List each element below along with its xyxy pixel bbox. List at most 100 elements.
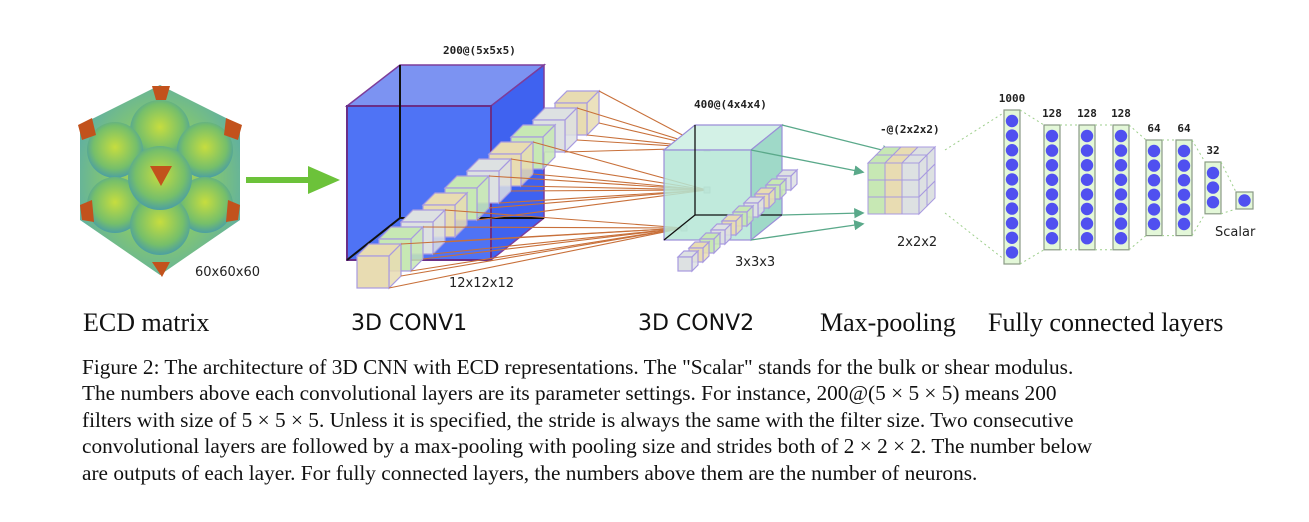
neuron bbox=[1005, 202, 1019, 215]
neuron bbox=[1080, 159, 1094, 172]
pool-to-fc-links bbox=[944, 111, 1006, 261]
fc-link bbox=[1220, 208, 1237, 215]
input-size-label: 60x60x60 bbox=[195, 265, 260, 280]
fc-neuron-count-label: 1000 bbox=[999, 92, 1026, 105]
fc-link bbox=[1128, 235, 1147, 251]
neuron bbox=[1206, 181, 1220, 194]
fc-layer: 128 bbox=[1042, 107, 1062, 251]
fc-link bbox=[1019, 109, 1045, 126]
fc-layers: 1000 128 128 128 64 64 32 bbox=[999, 92, 1254, 265]
pool-cell bbox=[884, 179, 903, 198]
neuron bbox=[1045, 188, 1059, 201]
conv2-output-label: 3x3x3 bbox=[735, 255, 775, 270]
neuron bbox=[1005, 231, 1019, 244]
fc-layer: 1000 bbox=[999, 92, 1026, 265]
neuron bbox=[1045, 217, 1059, 230]
ecd-matrix-image bbox=[78, 85, 242, 277]
conv1-filter-cube bbox=[355, 242, 403, 290]
neuron bbox=[1147, 188, 1161, 201]
fc-layer: 128 bbox=[1077, 107, 1097, 251]
neuron bbox=[1080, 217, 1094, 230]
stage-label-fc: Fully connected layers bbox=[988, 308, 1224, 337]
pool-cube bbox=[866, 145, 937, 216]
neuron bbox=[1147, 159, 1161, 172]
neuron bbox=[1114, 202, 1128, 216]
neuron bbox=[1114, 232, 1128, 245]
neuron bbox=[1045, 173, 1059, 186]
conv1-param-label: 200@(5x5x5) bbox=[443, 44, 516, 57]
pool-cell bbox=[867, 179, 886, 198]
caption-line: filters with size of 5 × 5 × 5. Unless i… bbox=[82, 407, 1074, 432]
pool-output-label: 2x2x2 bbox=[897, 235, 937, 250]
caption-line: convolutional layers are followed by a m… bbox=[82, 434, 1093, 459]
neuron bbox=[1080, 188, 1094, 201]
neuron bbox=[1177, 144, 1191, 158]
pool-cell bbox=[901, 179, 920, 198]
conv2-filter-cubes bbox=[676, 168, 799, 273]
neuron bbox=[1147, 144, 1161, 158]
stage-label-pool: Max-pooling bbox=[820, 308, 956, 337]
fc-link bbox=[1220, 161, 1237, 193]
scalar-label: Scalar bbox=[1215, 225, 1256, 240]
fc-layer-box bbox=[1078, 124, 1096, 251]
caption-line: Figure 2: The architecture of 3D CNN wit… bbox=[82, 355, 1074, 379]
fc-layer: 64 bbox=[1175, 122, 1193, 237]
fc-neuron-count-label: 128 bbox=[1042, 107, 1062, 120]
neuron bbox=[1080, 173, 1094, 186]
fc-layer-box bbox=[1043, 124, 1061, 251]
neuron bbox=[1005, 144, 1019, 157]
neuron bbox=[1114, 159, 1128, 172]
conv1-connector-line bbox=[444, 209, 685, 229]
fc-link bbox=[1191, 139, 1206, 163]
neuron bbox=[1177, 174, 1191, 187]
neuron bbox=[1045, 159, 1059, 172]
neuron bbox=[1005, 129, 1019, 142]
conv2-filter-cube bbox=[676, 249, 700, 273]
neuron bbox=[1005, 158, 1019, 171]
neuron bbox=[1005, 187, 1019, 201]
fc-link bbox=[1191, 213, 1206, 236]
neuron bbox=[1080, 232, 1094, 245]
scalar-neuron bbox=[1238, 194, 1251, 207]
fc-neuron-count-label: 64 bbox=[1177, 122, 1191, 135]
conv1-connector-line bbox=[432, 227, 685, 255]
fc-layer-box bbox=[1112, 124, 1130, 251]
neuron bbox=[1005, 173, 1019, 186]
neuron bbox=[1147, 217, 1161, 231]
pool-cell bbox=[926, 179, 936, 208]
neuron bbox=[1080, 202, 1094, 216]
conv1-connector-line bbox=[422, 226, 685, 229]
fc-layer: 64 bbox=[1145, 122, 1163, 237]
conv1-connector-line bbox=[388, 227, 685, 289]
neuron bbox=[1177, 203, 1191, 216]
fc-neuron-count-label: 64 bbox=[1147, 122, 1161, 135]
conv1-connector-line bbox=[422, 227, 685, 260]
stage-label-ecd: ECD matrix bbox=[83, 308, 210, 337]
neuron bbox=[1147, 203, 1161, 216]
neuron bbox=[1114, 144, 1128, 157]
conv1-output-label: 12x12x12 bbox=[449, 276, 514, 291]
input-arrow-icon bbox=[246, 166, 340, 194]
neuron bbox=[1147, 174, 1161, 187]
neuron bbox=[1177, 188, 1191, 201]
conv2-to-pool-arrows bbox=[750, 124, 893, 241]
pool-cell bbox=[884, 196, 903, 215]
fc-layer: 32 bbox=[1204, 144, 1222, 215]
neuron bbox=[1005, 217, 1019, 230]
pool-cell bbox=[901, 162, 920, 181]
figure-caption: Figure 2: The architecture of 3D CNN wit… bbox=[82, 354, 1277, 486]
neuron bbox=[1114, 173, 1128, 186]
neuron bbox=[1080, 144, 1094, 157]
pool-cell bbox=[901, 196, 920, 215]
neuron bbox=[1005, 114, 1019, 128]
neuron bbox=[1114, 129, 1128, 143]
fc-neuron-count-label: 128 bbox=[1077, 107, 1097, 120]
pool-cell bbox=[867, 162, 886, 181]
fc-layer: 128 bbox=[1111, 107, 1131, 251]
neuron bbox=[1045, 202, 1059, 216]
caption-line: The numbers above each convolutional lay… bbox=[82, 381, 1057, 406]
fc-neuron-count-label: 32 bbox=[1206, 144, 1219, 157]
neuron bbox=[1206, 166, 1220, 180]
architecture-figure: 60x60x60 200@(5x5x5) 12x12x12 400@(4x4x4… bbox=[78, 44, 1256, 291]
neuron bbox=[1114, 217, 1128, 230]
